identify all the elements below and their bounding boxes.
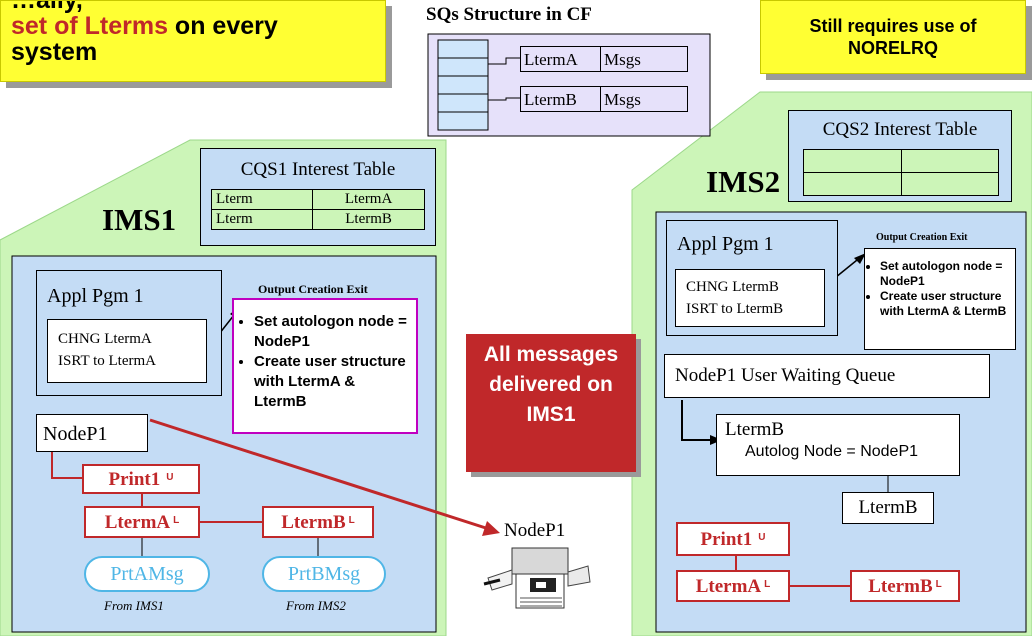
sq-row-lterm: LtermB bbox=[521, 87, 601, 111]
ims1-cqs-title: CQS1 Interest Table bbox=[240, 159, 396, 180]
banner-left-highlight: set of Lterms bbox=[11, 12, 168, 40]
sq-row-msgs: Msgs bbox=[604, 50, 641, 69]
cqs-cell bbox=[900, 172, 999, 196]
cqs-cell: LtermA bbox=[312, 189, 425, 210]
ims2-label: IMS2 bbox=[706, 164, 781, 199]
cqs-cell: Lterm bbox=[210, 189, 314, 210]
ims1-label: IMS1 bbox=[102, 202, 177, 237]
ims2-lterm-b2-label: LtermB bbox=[858, 497, 918, 518]
ims1-exit-title: Output Creation Exit bbox=[258, 282, 368, 296]
banner-left-line3: system bbox=[11, 38, 98, 66]
cqs-cell bbox=[803, 172, 902, 196]
sq-title: SQs Structure in CF bbox=[426, 4, 592, 25]
ims1-node-label: NodeP1 bbox=[43, 423, 108, 445]
sq-row-lterm: LtermA bbox=[521, 47, 601, 71]
banner-left: …ally, set of Lterms on every system bbox=[0, 0, 386, 82]
banner-right-text: Still requires use of NORELRQ bbox=[809, 16, 977, 58]
ims1-print1: Print1 U bbox=[82, 464, 200, 494]
sq-row-msgs: Msgs bbox=[604, 90, 641, 109]
cqs-cell: LtermB bbox=[312, 209, 425, 230]
ims1-appl-box: Appl Pgm 1 CHNG LtermA ISRT to LtermA bbox=[36, 270, 222, 396]
exit-bullet: Set autologon node = NodeP1 bbox=[254, 312, 410, 352]
ims1-appl-title: Appl Pgm 1 bbox=[47, 285, 144, 307]
ims2-print1: Print1 U bbox=[676, 522, 790, 556]
ims2-appl-box: Appl Pgm 1 CHNG LtermB ISRT to LtermB bbox=[666, 220, 838, 336]
banner-left-line2: set of Lterms on every bbox=[11, 13, 385, 39]
ims1-msg-a: PrtAMsg bbox=[84, 556, 210, 592]
ims1-print1-label: Print1 bbox=[108, 469, 161, 490]
banner-left-line1: …ally, bbox=[11, 0, 83, 14]
exit-bullet: Create user structure with LtermA & Lter… bbox=[254, 352, 410, 412]
ims2-lterm-b-entry: LtermB Autolog Node = NodeP1 bbox=[716, 414, 960, 476]
cqs-cell bbox=[900, 149, 999, 173]
ims1-lterm-a-label: LtermA bbox=[104, 512, 171, 533]
ims2-lterm-a-sup: L bbox=[764, 579, 771, 590]
ims2-waiting-queue: NodeP1 User Waiting Queue bbox=[664, 354, 990, 398]
exit-bullet: Create user structure with LtermA & Lter… bbox=[880, 289, 1011, 319]
ims1-lterm-b-label: LtermB bbox=[281, 512, 346, 533]
ims2-autolog: Autolog Node = NodeP1 bbox=[745, 443, 919, 460]
ims2-queue-label: NodeP1 User Waiting Queue bbox=[675, 365, 896, 386]
center-callout-text: All messages delivered on IMS1 bbox=[483, 343, 619, 426]
code-line: ISRT to LtermB bbox=[686, 301, 784, 317]
ims1-print1-sup: U bbox=[166, 472, 174, 483]
ims2-lterm-b-label: LtermB bbox=[725, 419, 785, 440]
ims2-lterm-b-label: LtermB bbox=[868, 576, 933, 597]
ims2-lterm-a-label: LtermA bbox=[695, 576, 762, 597]
ims1-node: NodeP1 bbox=[36, 414, 148, 452]
ims2-exit-title: Output Creation Exit bbox=[876, 232, 968, 243]
printer-icon bbox=[483, 547, 591, 609]
center-callout: All messages delivered on IMS1 bbox=[466, 334, 636, 472]
ims1-exit-list: Set autologon node = NodeP1 Create user … bbox=[238, 312, 410, 412]
code-line: CHNG LtermB bbox=[686, 279, 779, 295]
ims2-exit-box: Set autologon node = NodeP1 Create user … bbox=[864, 248, 1016, 350]
ims2-lterm-b-box: LtermB bbox=[842, 492, 934, 524]
red-arrow-head bbox=[482, 521, 500, 536]
ims1-appl-code: CHNG LtermA ISRT to LtermA bbox=[47, 319, 207, 383]
sq-row: LtermB Msgs bbox=[520, 86, 688, 112]
banner-right: Still requires use of NORELRQ bbox=[760, 0, 1026, 74]
ims1-exit-box: Set autologon node = NodeP1 Create user … bbox=[232, 298, 418, 434]
ims2-lterm-b-sup: L bbox=[935, 579, 942, 590]
printer-label: NodeP1 bbox=[504, 520, 566, 541]
banner-left-line2-rest: on every bbox=[167, 12, 278, 40]
ims2-appl-code: CHNG LtermB ISRT to LtermB bbox=[675, 269, 825, 327]
ims1-msg-b: PrtBMsg bbox=[262, 556, 386, 592]
exit-bullet: Set autologon node = NodeP1 bbox=[880, 259, 1011, 289]
ims2-print1-sup: U bbox=[758, 532, 766, 543]
sq-row: LtermA Msgs bbox=[520, 46, 688, 72]
ims2-cqs-table: CQS2 Interest Table bbox=[788, 110, 1012, 202]
ims1-from-a: From IMS1 bbox=[104, 598, 164, 613]
cqs-cell bbox=[803, 149, 902, 173]
ims1-lterm-b-sup: L bbox=[348, 515, 355, 526]
ims1-lterm-a-sup: L bbox=[173, 515, 180, 526]
code-line: ISRT to LtermA bbox=[58, 353, 156, 369]
ims2-print1-label: Print1 bbox=[700, 529, 753, 550]
sq-queue-stack bbox=[437, 39, 489, 131]
ims2-appl-title: Appl Pgm 1 bbox=[677, 233, 774, 255]
code-line: CHNG LtermA bbox=[58, 331, 152, 347]
ims1-from-b: From IMS2 bbox=[286, 598, 346, 613]
ims2-exit-list: Set autologon node = NodeP1 Create user … bbox=[867, 259, 1011, 319]
cqs-cell: Lterm bbox=[210, 209, 314, 230]
ims2-cqs-title: CQS2 Interest Table bbox=[822, 119, 978, 140]
ims2-cqs-grid bbox=[803, 149, 999, 196]
